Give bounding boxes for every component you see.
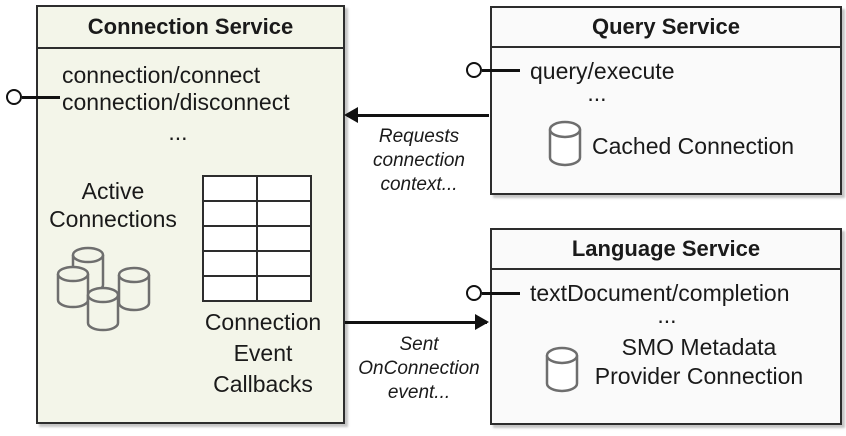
connection-service-methods: connection/connect connection/disconnect	[62, 62, 290, 115]
query-interface-lollipop-icon	[466, 62, 482, 78]
sent-arrowhead-right-icon	[475, 314, 489, 330]
query-service-box: Query Service query/execute ... Cached C…	[490, 6, 842, 195]
cached-connection-label: Cached Connection	[592, 133, 795, 159]
language-service-box: Language Service textDocument/completion…	[490, 228, 842, 425]
requests-arrowhead-left-icon	[344, 107, 358, 123]
language-service-title: Language Service	[492, 230, 840, 270]
active-connections-cylinders-icon	[56, 246, 151, 332]
connection-methods-ellipsis: ...	[168, 119, 188, 145]
language-methods-ellipsis: ...	[657, 302, 677, 328]
query-methods-ellipsis: ...	[587, 80, 607, 106]
smo-metadata-provider-connection-label: SMO Metadata Provider Connection	[594, 334, 804, 389]
requests-connection-context-label: Requests connection context...	[373, 126, 465, 195]
query-execute-method: query/execute	[530, 58, 675, 84]
query-interface-lollipop-line	[482, 69, 520, 72]
callbacks-table-icon	[202, 175, 312, 302]
language-interface-lollipop-line	[482, 292, 520, 295]
connection-interface-lollipop-icon	[6, 89, 22, 105]
smo-metadata-database-icon	[545, 346, 579, 393]
active-connections-label: Active Connections	[49, 178, 177, 232]
language-interface-lollipop-icon	[466, 285, 482, 301]
connection-event-callbacks-label: Connection Event Callbacks	[204, 309, 322, 397]
cached-connection-database-icon	[548, 120, 582, 167]
sent-onconnection-event-label: Sent OnConnection event...	[358, 334, 480, 403]
sent-arrow-line	[345, 321, 487, 324]
textdocument-completion-method: textDocument/completion	[530, 280, 790, 306]
connection-service-title: Connection Service	[38, 7, 343, 49]
connection-service-box: Connection Service connection/connect co…	[36, 5, 345, 424]
query-service-title: Query Service	[492, 8, 840, 48]
requests-arrow-line	[347, 114, 489, 117]
connection-interface-lollipop-line	[22, 96, 60, 99]
